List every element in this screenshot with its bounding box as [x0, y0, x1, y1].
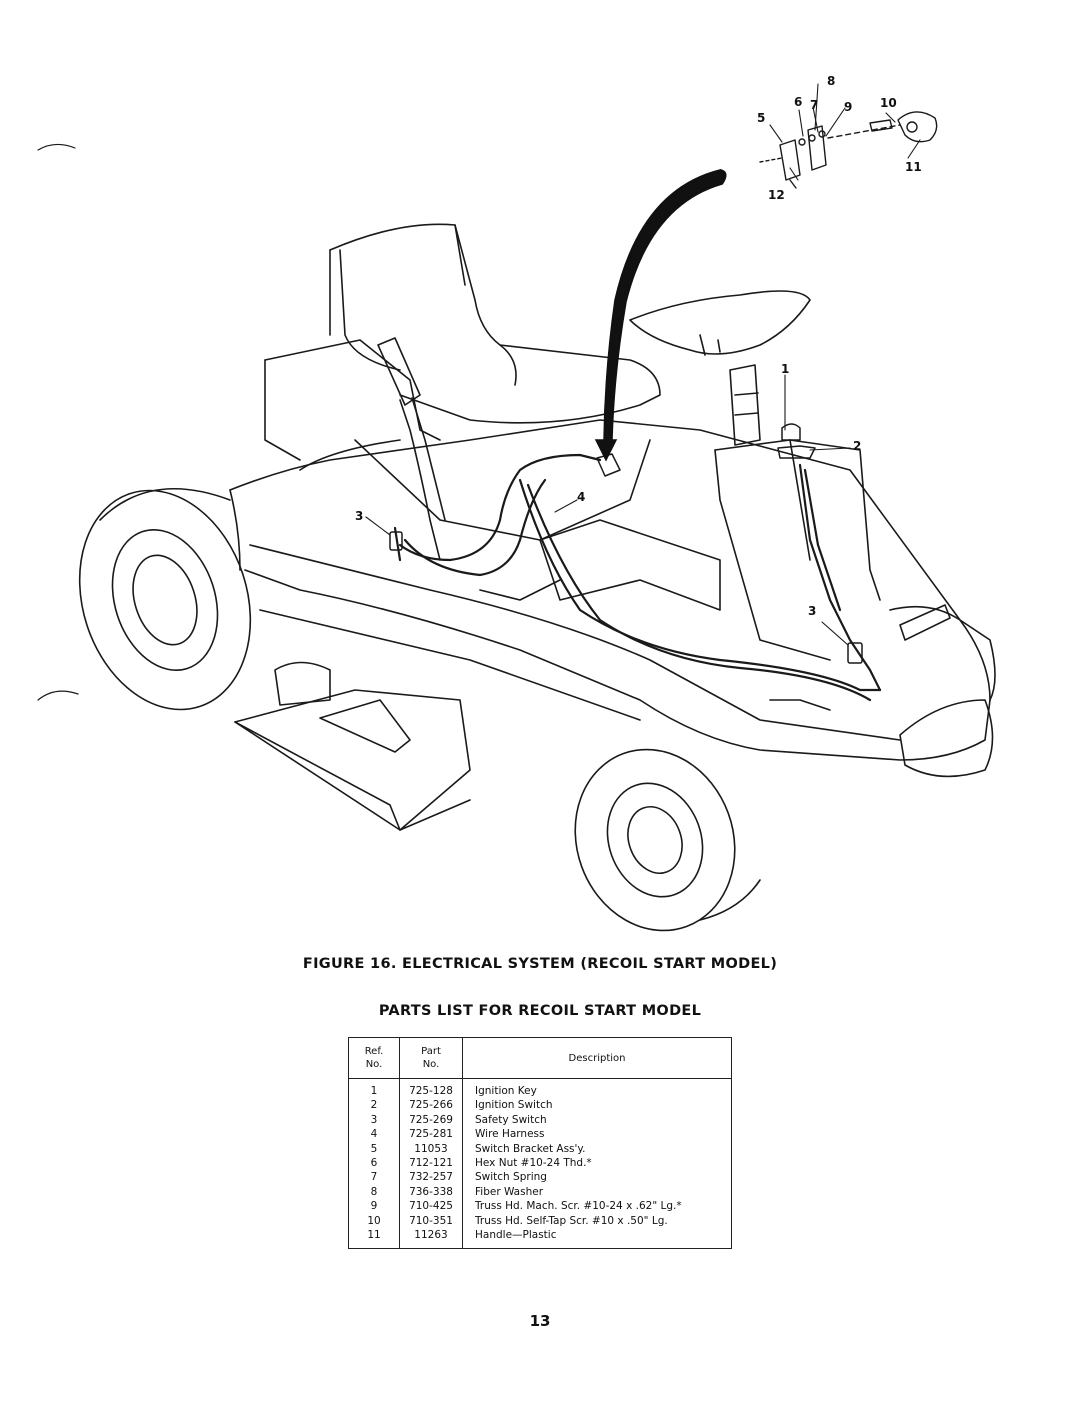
- ref-no: 7: [348, 1170, 400, 1185]
- switch-parts: [389, 423, 863, 664]
- ref-no: 11: [348, 1228, 400, 1249]
- description: Switch Bracket Ass'y.: [475, 1142, 586, 1155]
- ref-no: 1: [348, 1078, 400, 1099]
- description: Ignition Key: [475, 1085, 537, 1097]
- description: Safety Switch: [475, 1113, 547, 1126]
- header-ref-no: Ref.No.: [348, 1037, 400, 1079]
- switch-bracket-assembly: [759, 111, 938, 189]
- part-no: 732-257: [399, 1170, 463, 1185]
- mower-body: [229, 223, 996, 761]
- description: Wire Harness: [475, 1128, 545, 1141]
- parts-list-title: PARTS LIST FOR RECOIL START MODEL: [378, 1003, 702, 1019]
- part-no: 710-351: [399, 1213, 463, 1229]
- callout-leaders: [365, 83, 921, 646]
- part-no: 725-128: [399, 1078, 463, 1099]
- part-no: 710-425: [399, 1199, 463, 1214]
- ref-no: 5: [348, 1141, 400, 1157]
- callout-9: 9: [844, 100, 853, 114]
- part-no: 11053: [399, 1141, 463, 1157]
- callout-3-left: 3: [355, 509, 364, 523]
- callout-4: 4: [577, 490, 586, 504]
- ref-no: 8: [348, 1184, 400, 1200]
- part-no: 11263: [399, 1228, 463, 1249]
- front-left-wheel: [899, 699, 994, 778]
- ref-no: 9: [348, 1199, 400, 1214]
- description: Ignition Switch: [475, 1099, 553, 1112]
- description: Switch Spring: [475, 1171, 547, 1184]
- description: Truss Hd. Self-Tap Scr. #10 x .50" Lg.: [475, 1214, 668, 1227]
- mower-deck: [234, 661, 471, 831]
- description: Handle—Plastic: [475, 1229, 557, 1242]
- part-no: 736-338: [399, 1184, 463, 1200]
- riding-mower-electrical-diagram: [37, 83, 996, 932]
- lift-lever: [377, 337, 446, 561]
- callout-1: 1: [781, 362, 790, 376]
- callout-11: 11: [905, 160, 922, 174]
- callout-7: 7: [810, 98, 819, 112]
- figure-caption: FIGURE 16. ELECTRICAL SYSTEM (RECOIL STA…: [302, 956, 778, 972]
- description: Hex Nut #10-24 Thd.*: [475, 1157, 592, 1170]
- part-no: 725-281: [399, 1127, 463, 1142]
- ref-no: 3: [348, 1112, 400, 1128]
- rear-left-wheel: [78, 487, 252, 711]
- callout-5: 5: [757, 111, 766, 125]
- ref-no: 4: [348, 1127, 400, 1142]
- front-right-wheel: [574, 748, 761, 932]
- callout-2: 2: [853, 439, 862, 453]
- callout-10: 10: [880, 96, 897, 110]
- description: Fiber Washer: [475, 1185, 544, 1198]
- description: Truss Hd. Mach. Scr. #10-24 x .62" Lg.*: [475, 1200, 682, 1213]
- part-no: 725-269: [399, 1112, 463, 1128]
- wire-harness: [393, 453, 882, 702]
- ref-no: 2: [348, 1098, 400, 1113]
- margin-marks: [37, 143, 79, 701]
- header-description: Description: [462, 1037, 732, 1079]
- callout-12: 12: [768, 188, 785, 202]
- part-no: 712-121: [399, 1156, 463, 1171]
- ref-no: 6: [348, 1156, 400, 1171]
- callout-8: 8: [827, 74, 836, 88]
- part-no: 725-266: [399, 1098, 463, 1113]
- ref-no: 10: [348, 1213, 400, 1229]
- pointer-arrow: [594, 169, 727, 462]
- page-number: 13: [529, 1312, 551, 1330]
- callout-6: 6: [794, 95, 803, 109]
- callout-3-right: 3: [808, 604, 817, 618]
